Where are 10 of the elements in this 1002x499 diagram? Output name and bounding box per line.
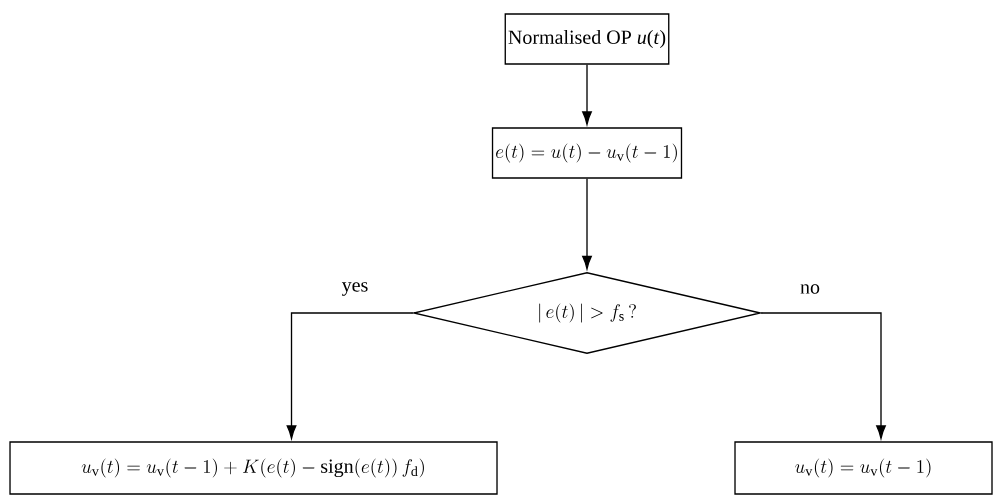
arrow <box>582 64 592 125</box>
arrow <box>760 312 886 439</box>
process-box: Normalised OP u(t) <box>504 13 670 65</box>
process-box: $u_{\mathrm{v}}(t) = u_{\mathrm{v}}(t-1)$ <box>734 441 993 495</box>
process-box: $e(t) = u(t) - u_{\mathrm{v}}(t-1)$ <box>491 127 683 179</box>
arrow <box>286 312 414 439</box>
edge-label: yes <box>340 280 370 298</box>
arrow <box>582 178 592 270</box>
process-box: $u_{\mathrm{v}}(t) = u_{\mathrm{v}}(t-1) + K(e(t) - \mathrm{sign}(e(t))\, f_{\mathrm{d}})$ <box>9 441 498 495</box>
edge-label: no <box>798 282 822 296</box>
